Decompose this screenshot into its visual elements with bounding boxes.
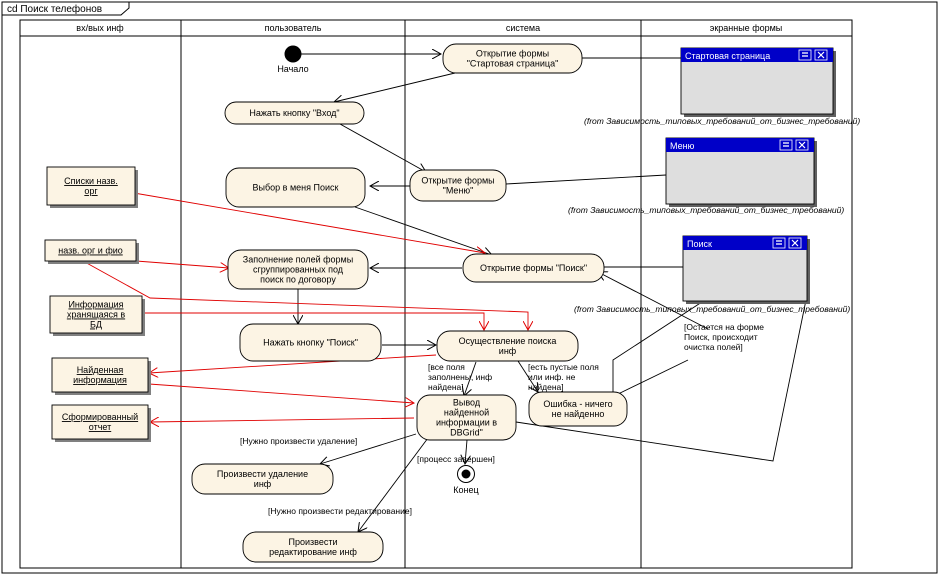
activity-a-press-search[interactable]: Нажать кнопку "Поиск" [239,323,382,362]
guard-delete: [Нужно произвести удаление] [240,436,357,446]
lane-user-header: пользователь [265,23,322,33]
minimize-icon[interactable] [779,139,793,151]
activity-label-line: инф [499,346,517,356]
activity-label-line: редактирование инф [269,547,357,557]
frame-tab [2,2,130,16]
window-title: Меню [670,141,695,151]
minimize-icon[interactable] [772,237,786,249]
activity-label-line: поиск по договору [260,275,336,285]
minimize-icon[interactable] [798,49,812,61]
screen-window-menu[interactable]: Меню [665,137,817,207]
activity-a-press-enter[interactable]: Нажать кнопку "Вход" [224,101,365,125]
close-icon[interactable] [814,49,828,61]
guard-empty: [есть пустые поля [528,362,599,372]
window-title: Стартовая страница [685,51,770,61]
guard-empty: или инф. не [528,372,576,382]
activity-label-line: сгруппированных под [253,265,344,275]
object-label-line: отчет [89,422,111,432]
object-o-lists[interactable]: Списки назв.орг [46,166,138,208]
activity-label-line: Ошибка - ничего [543,399,612,409]
activity-label-line: DBGrid" [450,428,483,438]
activity-label-line: Выбор в меня Поиск [253,183,339,193]
object-label-line: Найденная [77,365,124,375]
activity-label-line: Открытие формы "Поиск" [480,263,587,273]
screen-forms: Стартовая страница (from Зависимость_типо… [568,47,860,314]
object-nodes: Списки назв.орг назв. орг и фиоИнформация… [44,166,151,442]
activity-label-line: Заполнение полей формы [243,255,353,265]
swimlanes: вх/вых инф пользователь система экранные… [19,19,853,569]
guard-all-filled: заполнены, инф [428,372,492,382]
object-o-names[interactable]: назв. орг и фио [44,239,139,264]
activities: Открытие формы"Стартовая страница"Нажать… [191,43,628,563]
window-from-note: (from Зависимость_типовых_требований_от_… [568,205,844,215]
close-icon[interactable] [795,139,809,151]
activity-a-open-menu[interactable]: Открытие формы"Меню" [409,169,507,202]
activity-label-line: Осуществление поиска [459,336,557,346]
object-label-line: Информация [68,300,123,310]
guard-stay: очистка полей] [684,342,743,352]
guard-all-filled: найдена] [428,382,464,392]
object-label-line: БД [90,320,102,330]
guard-done: [процесс завершен] [417,454,495,464]
activity-a-open-search[interactable]: Открытие формы "Поиск" [462,253,605,283]
object-label-line: хранящаяся в [67,310,126,320]
close-icon[interactable] [788,237,802,249]
control-flows [298,54,807,532]
activity-label-line: Нажать кнопку "Поиск" [263,338,358,348]
end-label: Конец [453,485,478,495]
activity-label-line: Произвести удаление [217,469,308,479]
lane-screens-header: экранные формы [710,23,783,33]
object-label-line: информация [73,375,127,385]
start-node [284,45,302,63]
activity-label-line: Нажать кнопку "Вход" [249,108,339,118]
window-from-note: (from Зависимость_типовых_требований_от_… [574,304,850,314]
screen-window-search[interactable]: Поиск [682,235,810,304]
activity-label-line: "Стартовая страница" [467,59,559,69]
object-flows [82,192,528,422]
object-label-line: назв. орг и фио [58,246,123,256]
window-from-note: (from Зависимость_типовых_требований_от_… [584,116,860,126]
activity-label-line: Произвести [289,537,338,547]
activity-label-line: Открытие формы [476,49,549,59]
activity-label-line: Вывод [453,398,481,408]
guard-stay: Поиск, происходит [684,332,758,342]
object-label-line: Списки назв. [64,176,118,186]
activity-label-line: найденной [444,408,489,418]
guard-stay: [Остается на форме [684,322,764,332]
guard-all-filled: [все поля [428,362,465,372]
start-label: Начало [277,64,308,74]
activity-label-line: инф [254,479,272,489]
activity-label-line: не найденно [552,409,605,419]
activity-label-line: Открытие формы [421,176,494,186]
frame-title: cd Поиск телефонов [7,3,102,15]
window-title: Поиск [687,239,712,249]
activity-a-open-start[interactable]: Открытие формы"Стартовая страница" [442,43,583,74]
end-node [457,465,475,483]
activity-label-line: информации в [436,418,497,428]
screen-window-start[interactable]: Стартовая страница [680,47,836,117]
activity-a-menu-select[interactable]: Выбор в меня Поиск [225,167,366,208]
object-label-line: орг [84,186,98,196]
lane-system-header: система [506,23,540,33]
guard-edit: [Нужно произвести редактирование] [268,506,412,516]
guard-empty: найдена] [528,382,564,392]
activity-label-line: "Меню" [443,186,474,196]
object-label-line: Сформированный [62,412,138,422]
lane-io-header: вх/вых инф [76,23,124,33]
